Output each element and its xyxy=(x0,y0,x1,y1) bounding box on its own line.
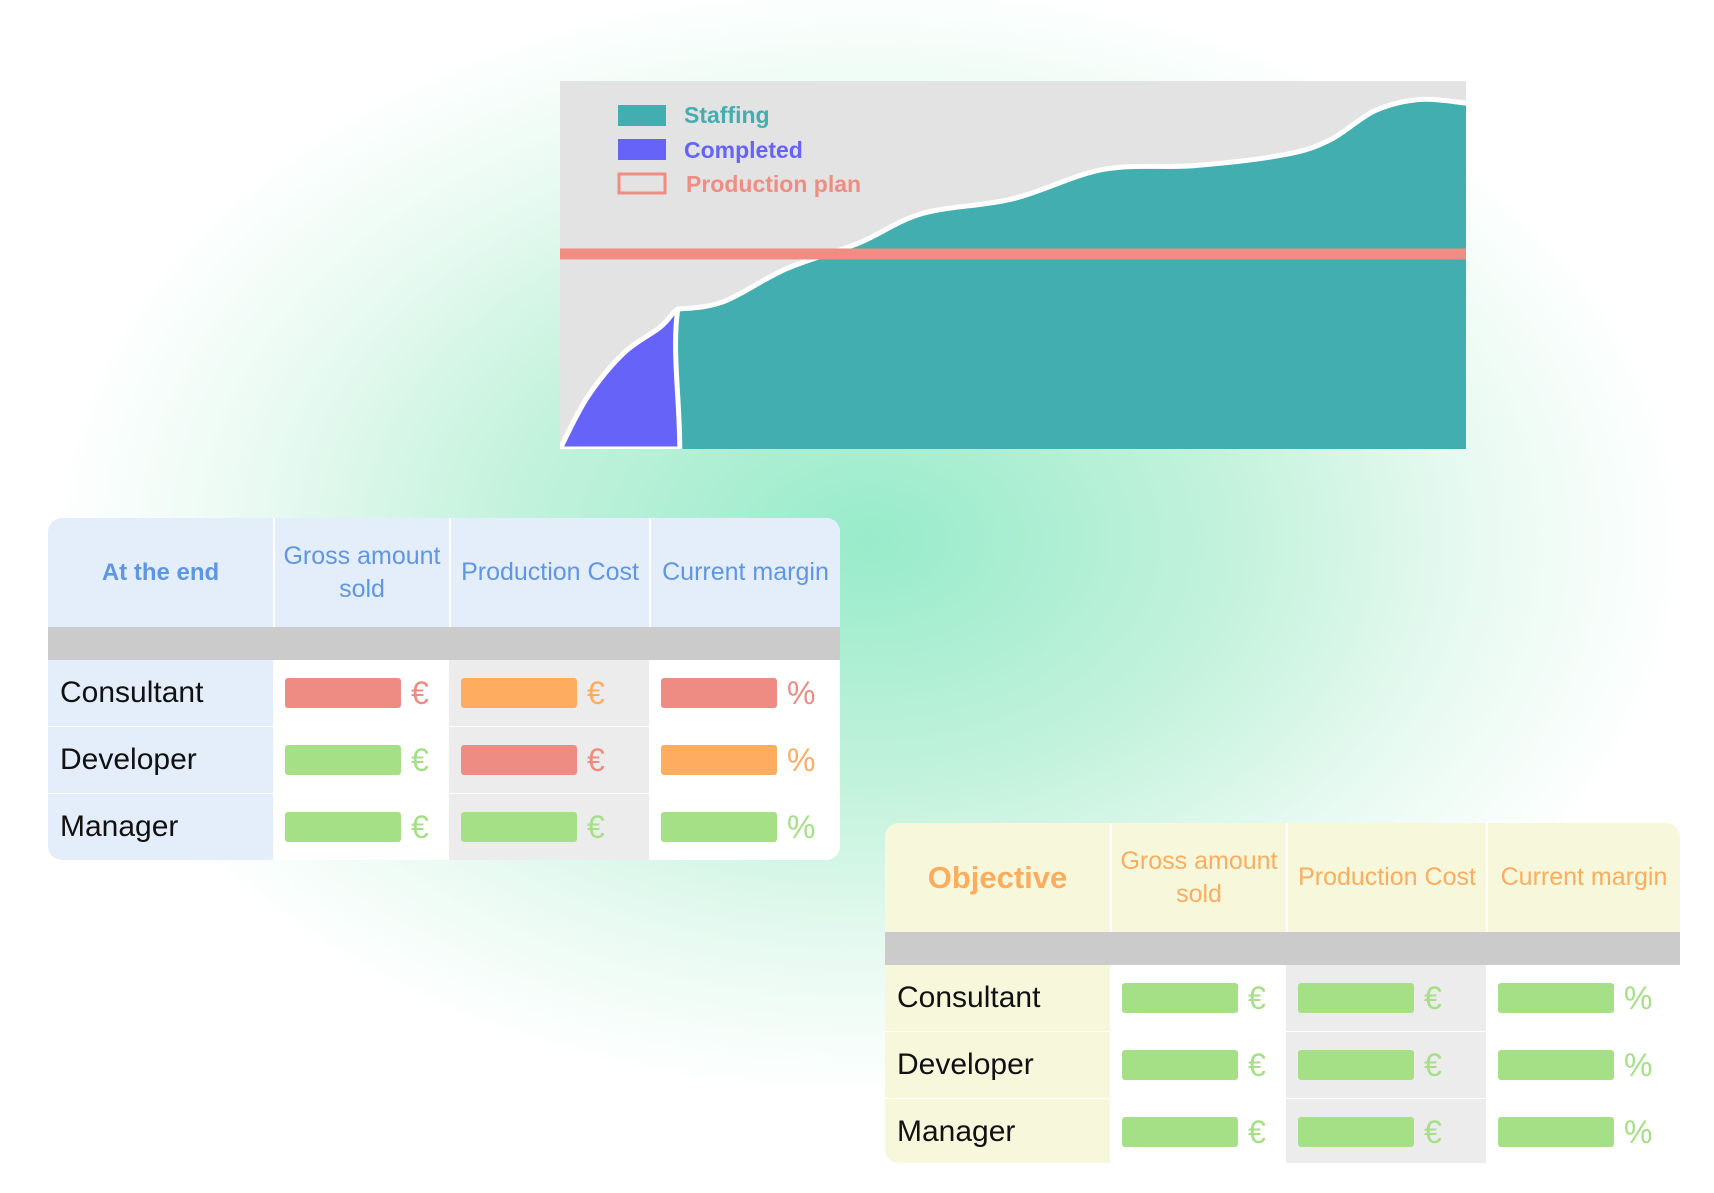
percent-unit: % xyxy=(787,742,816,778)
chart-legend: Staffing Completed Production plan xyxy=(617,102,861,197)
current-margin-cell: % xyxy=(1486,965,1680,1031)
completed-area xyxy=(560,306,683,449)
legend-swatch-completed xyxy=(618,139,666,160)
gross-amount-cell: € xyxy=(273,794,449,860)
production-cost-cell: € xyxy=(1286,1032,1486,1098)
percent-unit: % xyxy=(787,809,816,845)
gross-amount-cell: € xyxy=(1110,1032,1286,1098)
table-row: Consultant € € % xyxy=(48,660,840,726)
table-row: Consultant € € % xyxy=(885,965,1680,1031)
status-bar xyxy=(1122,983,1238,1013)
status-bar xyxy=(461,812,577,842)
row-label: Consultant xyxy=(885,965,1110,1031)
column-header-current-margin: Current margin xyxy=(1486,823,1680,932)
table-separator xyxy=(48,627,840,660)
status-bar xyxy=(1298,983,1414,1013)
euro-unit: € xyxy=(411,809,429,845)
row-label: Developer xyxy=(48,727,273,793)
gross-amount-cell: € xyxy=(273,660,449,726)
table-separator xyxy=(885,932,1680,965)
table-header-row: At the end Gross amount sold Production … xyxy=(48,518,840,627)
table-row: Manager € € % xyxy=(48,794,840,860)
status-bar xyxy=(1498,1117,1614,1147)
legend-swatch-staffing xyxy=(618,105,666,126)
euro-unit: € xyxy=(411,675,429,711)
status-bar xyxy=(1498,983,1614,1013)
status-bar xyxy=(661,678,777,708)
row-label: Developer xyxy=(885,1032,1110,1098)
production-plan-line xyxy=(560,248,1466,260)
production-cost-cell: € xyxy=(449,794,649,860)
production-cost-cell: € xyxy=(1286,965,1486,1031)
euro-unit: € xyxy=(1248,980,1266,1016)
legend-label-production-plan: Production plan xyxy=(686,171,861,197)
euro-unit: € xyxy=(1248,1047,1266,1083)
status-bar xyxy=(661,812,777,842)
gross-amount-cell: € xyxy=(1110,1099,1286,1163)
status-bar xyxy=(285,745,401,775)
status-bar xyxy=(461,678,577,708)
euro-unit: € xyxy=(1424,980,1442,1016)
current-margin-cell: % xyxy=(649,660,840,726)
legend-label-completed: Completed xyxy=(684,137,803,163)
table-row: Developer € € % xyxy=(885,1032,1680,1098)
at-the-end-table: At the end Gross amount sold Production … xyxy=(48,518,840,860)
gross-amount-cell: € xyxy=(1110,965,1286,1031)
column-header-current-margin: Current margin xyxy=(649,518,840,627)
euro-unit: € xyxy=(1248,1114,1266,1150)
euro-unit: € xyxy=(411,742,429,778)
status-bar xyxy=(661,745,777,775)
table-title: Objective xyxy=(885,823,1110,932)
euro-unit: € xyxy=(587,742,605,778)
gross-amount-cell: € xyxy=(273,727,449,793)
percent-unit: % xyxy=(1624,1047,1653,1083)
euro-unit: € xyxy=(587,809,605,845)
staffing-chart: Staffing Completed Production plan xyxy=(560,81,1466,449)
current-margin-cell: % xyxy=(1486,1099,1680,1163)
legend-swatch-production-plan xyxy=(617,172,667,195)
table-header-row: Objective Gross amount sold Production C… xyxy=(885,823,1680,932)
production-cost-cell: € xyxy=(1286,1099,1486,1163)
column-header-production-cost: Production Cost xyxy=(449,518,649,627)
row-label: Consultant xyxy=(48,660,273,726)
table-row: Developer € € % xyxy=(48,727,840,793)
euro-unit: € xyxy=(587,675,605,711)
production-cost-cell: € xyxy=(449,727,649,793)
staffing-area xyxy=(677,99,1466,449)
row-label: Manager xyxy=(885,1099,1110,1163)
status-bar xyxy=(1298,1050,1414,1080)
percent-unit: % xyxy=(1624,980,1653,1016)
staffing-outline xyxy=(677,96,1466,312)
euro-unit: € xyxy=(1424,1114,1442,1150)
euro-unit: € xyxy=(1424,1047,1442,1083)
percent-unit: % xyxy=(1624,1114,1653,1150)
current-margin-cell: % xyxy=(649,794,840,860)
current-margin-cell: % xyxy=(649,727,840,793)
status-bar xyxy=(1122,1117,1238,1147)
column-header-gross-amount-sold: Gross amount sold xyxy=(1110,823,1286,932)
status-bar xyxy=(1298,1117,1414,1147)
status-bar xyxy=(1122,1050,1238,1080)
objective-table: Objective Gross amount sold Production C… xyxy=(885,823,1680,1163)
status-bar xyxy=(1498,1050,1614,1080)
row-label: Manager xyxy=(48,794,273,860)
column-header-gross-amount-sold: Gross amount sold xyxy=(273,518,449,627)
percent-unit: % xyxy=(787,675,816,711)
legend-label-staffing: Staffing xyxy=(684,102,770,128)
table-title: At the end xyxy=(48,518,273,627)
current-margin-cell: % xyxy=(1486,1032,1680,1098)
table-row: Manager € € % xyxy=(885,1099,1680,1163)
status-bar xyxy=(285,812,401,842)
production-cost-cell: € xyxy=(449,660,649,726)
column-header-production-cost: Production Cost xyxy=(1286,823,1486,932)
status-bar xyxy=(461,745,577,775)
status-bar xyxy=(285,678,401,708)
